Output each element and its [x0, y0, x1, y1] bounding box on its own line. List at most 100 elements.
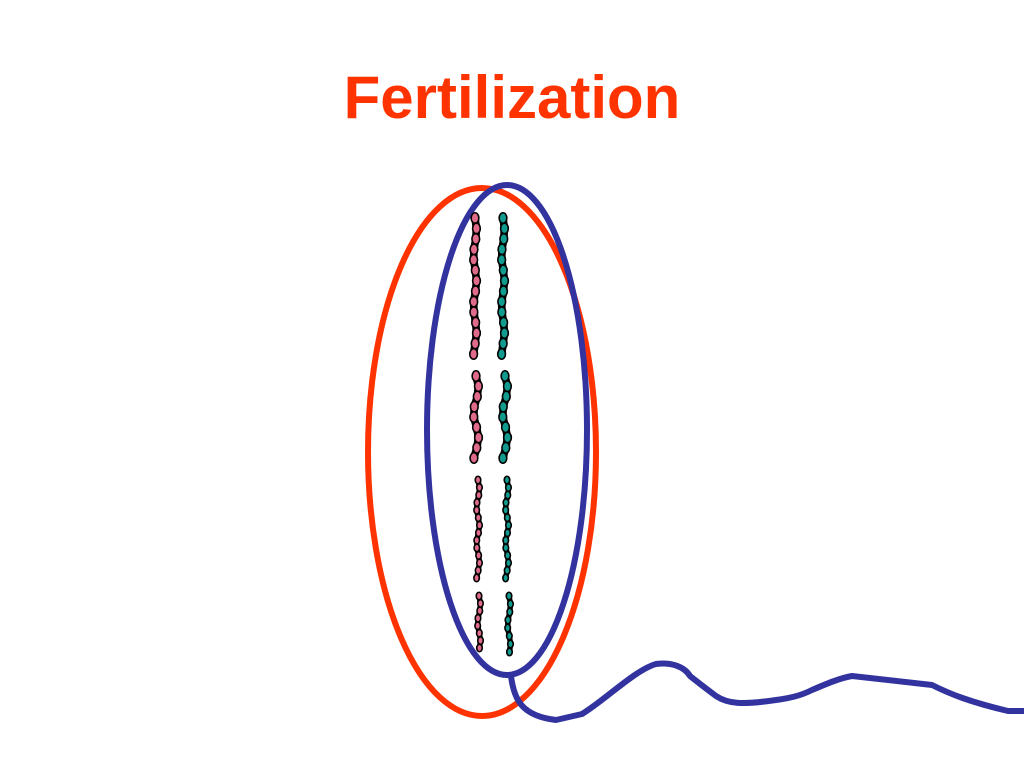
chromosome-bead: [473, 380, 484, 393]
chromosome-bead: [470, 211, 480, 225]
chromosome-bead: [470, 285, 481, 298]
chromosome-bead: [503, 475, 511, 485]
chromosome-bead: [505, 631, 513, 641]
chromosome-bead: [469, 295, 479, 308]
chromosome-bead: [474, 613, 482, 623]
chromosome-bead: [471, 421, 482, 434]
chromosome-bead: [471, 232, 481, 245]
chromosome-bead: [475, 482, 483, 493]
chromosome-bead: [498, 410, 508, 424]
paternal-chromosome-3: [502, 475, 513, 583]
sperm-tail-icon: [508, 660, 1024, 723]
chromosome-bead: [504, 490, 512, 500]
chromosome-bead: [499, 232, 509, 245]
chromosome-bead: [473, 498, 481, 508]
chromosome-bead: [506, 639, 515, 649]
maternal-chromosome-1: [468, 211, 482, 361]
chromosome-bead: [474, 621, 482, 631]
chromosome-bead: [502, 535, 510, 545]
chromosome-bead: [470, 264, 480, 277]
chromosome-bead: [474, 565, 482, 576]
chromosome-bead: [475, 643, 484, 653]
chromosome-bead: [504, 615, 512, 625]
chromosome-bead: [474, 528, 483, 538]
chromosome-bead: [469, 451, 479, 465]
chromosome-bead: [498, 316, 509, 329]
chromosome-bead: [500, 421, 511, 434]
chromosome-bead: [469, 400, 479, 413]
chromosome-bead: [497, 243, 507, 256]
chromosome-bead: [502, 431, 513, 444]
chromosome-bead: [473, 431, 484, 444]
paternal-chromosome-1: [496, 211, 510, 361]
chromosome-bead: [497, 306, 507, 319]
chromosome-bead: [497, 295, 507, 308]
chromosome-bead: [472, 441, 482, 454]
chromosome-bead: [497, 253, 507, 266]
chromosome-bead: [501, 441, 511, 454]
chromosome-bead: [504, 558, 513, 568]
slide-title: Fertilization: [343, 64, 681, 131]
chromosome-bead: [498, 211, 508, 225]
chromosome-bead: [471, 274, 482, 287]
chromosome-bead: [502, 380, 513, 393]
chromosome-bead: [476, 598, 484, 608]
chromosome-bead: [502, 543, 510, 553]
chromosome-bead: [501, 390, 511, 403]
chromosome-bead: [503, 513, 511, 523]
paternal-chromosome-2: [498, 369, 513, 465]
chromosome-bead: [475, 591, 483, 601]
chromosome-bead: [469, 410, 479, 424]
chromosome-bead: [498, 264, 508, 277]
chromosome-bead: [506, 607, 514, 617]
chromosome-bead: [504, 623, 512, 633]
chromosome-bead: [475, 550, 483, 560]
chromosome-bead: [470, 316, 481, 329]
maternal-chromosome-3: [473, 475, 484, 583]
egg-cell-outline-icon: [365, 185, 599, 719]
chromosome-bead: [505, 647, 514, 657]
chromosome-bead: [506, 599, 514, 609]
chromosome-bead: [502, 498, 510, 508]
chromosome-bead: [469, 253, 479, 266]
chromosome-bead: [499, 222, 510, 235]
maternal-chromosome-2: [469, 369, 484, 465]
chromosome-bead: [476, 636, 485, 646]
chromosome-bead: [498, 451, 508, 465]
chromosome-bead: [473, 573, 481, 583]
chromosome-bead: [502, 505, 510, 515]
chromosome-bead: [475, 628, 483, 638]
chromosome-bead: [496, 347, 507, 361]
chromosome-bead: [503, 565, 511, 576]
chromosome-bead: [505, 591, 513, 601]
maternal-chromosome-4: [474, 591, 485, 653]
chromosome-bead: [474, 475, 482, 485]
chromosome-bead: [499, 327, 510, 340]
chromosome-bead: [504, 550, 512, 560]
chromosome-bead: [500, 369, 510, 383]
chromosome-bead: [475, 520, 484, 530]
chromosome-bead: [471, 327, 482, 340]
chromosome-bead: [472, 390, 482, 403]
chromosome-bead: [473, 505, 481, 515]
paternal-chromosome-4: [504, 591, 515, 657]
chromosome-bead: [468, 347, 479, 361]
chromosome-bead: [469, 243, 479, 256]
chromosome-bead: [476, 606, 484, 616]
chromosome-bead: [498, 400, 508, 413]
chromosome-set: [468, 211, 515, 657]
chromosome-bead: [504, 482, 512, 493]
chromosome-bead: [502, 573, 510, 583]
chromosome-bead: [474, 513, 482, 523]
chromosome-bead: [471, 369, 481, 383]
chromosome-bead: [473, 535, 481, 545]
chromosome-bead: [498, 337, 508, 350]
chromosome-bead: [475, 558, 484, 568]
chromosome-bead: [473, 543, 481, 553]
chromosome-bead: [499, 274, 510, 287]
chromosome-bead: [475, 490, 483, 500]
chromosome-bead: [470, 337, 480, 350]
sperm-head-outline-icon: [424, 182, 590, 678]
